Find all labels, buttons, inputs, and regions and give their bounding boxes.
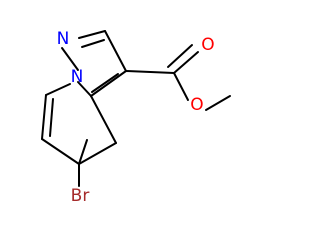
atom-o-ester: O bbox=[190, 95, 203, 115]
bond-c3a-ccarbonyl bbox=[125, 70, 175, 74]
bond-c3-c3a bbox=[104, 30, 127, 72]
bond-oester-ch3 bbox=[205, 95, 231, 111]
atom-n-bridge: N bbox=[71, 67, 84, 87]
bond-c-o-double-a bbox=[173, 51, 199, 74]
bond-n1-c3-double bbox=[81, 39, 105, 48]
atom-layer: N N O O Br bbox=[57, 29, 215, 206]
bond-c7-c6 bbox=[41, 138, 80, 165]
bond-c-oester bbox=[173, 72, 189, 101]
bond-c6-c5-double bbox=[78, 142, 117, 165]
bond-n1-n2 bbox=[61, 47, 79, 71]
bond-n1-c3 bbox=[78, 30, 106, 39]
bond-layer bbox=[41, 30, 231, 187]
bond-c3a-c7a bbox=[90, 70, 127, 97]
bond-c8-c7-double bbox=[49, 98, 54, 137]
structure-diagram: N N O O Br bbox=[41, 29, 231, 206]
bond-c-o-double-b bbox=[167, 44, 193, 68]
atom-n-pyrazole: N bbox=[57, 29, 70, 49]
bond-c7a-n8 bbox=[77, 81, 92, 97]
bond-c5-c4a bbox=[90, 95, 117, 144]
bond-n8-c8 bbox=[45, 83, 71, 96]
atom-br: Br bbox=[71, 186, 90, 206]
bond-c6-c5 bbox=[78, 139, 88, 165]
bond-c3a-c7a-double bbox=[91, 73, 119, 93]
atom-o-carbonyl: O bbox=[201, 35, 214, 55]
bond-c8-c7 bbox=[41, 94, 47, 140]
molecule-drawing: N N O O Br bbox=[41, 29, 231, 206]
